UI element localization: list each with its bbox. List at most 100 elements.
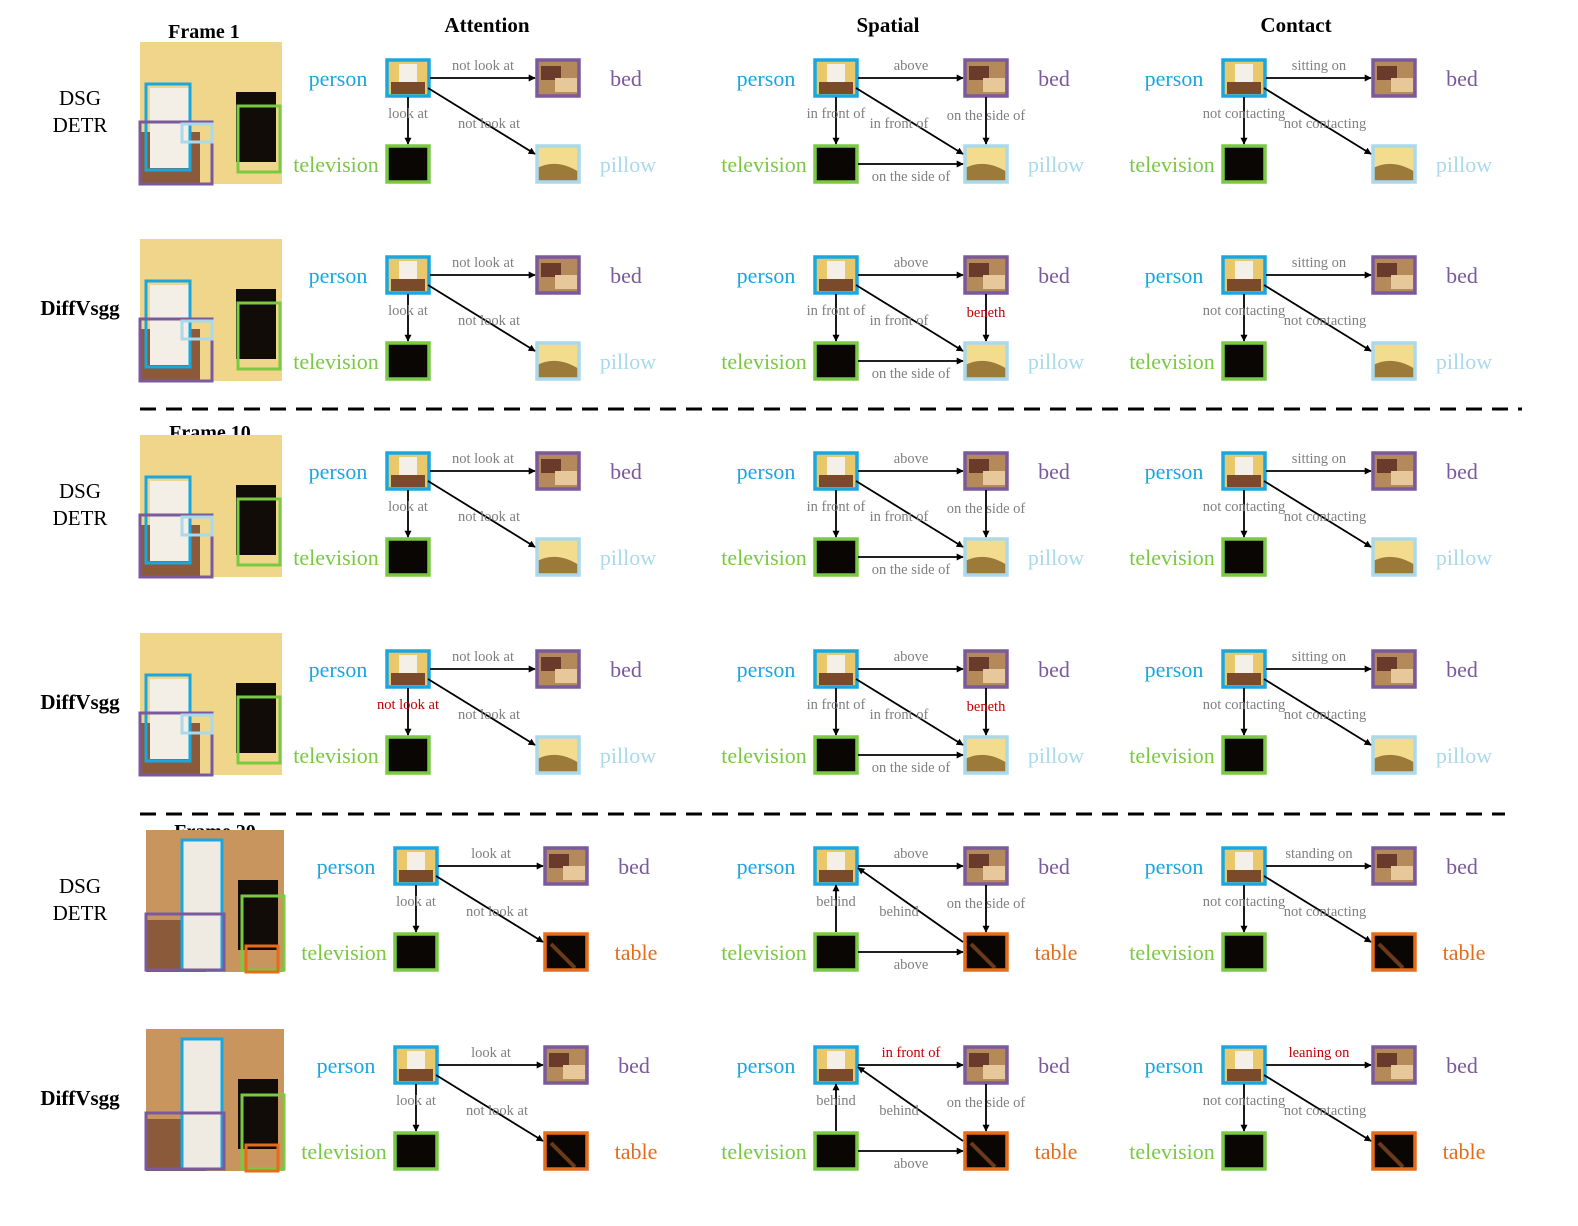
person-thumbnail xyxy=(1221,649,1267,689)
person-thumbnail xyxy=(1221,255,1267,295)
object-label-person: person xyxy=(1145,263,1204,288)
relation-label: not contacting xyxy=(1284,313,1367,329)
object-label-pillow: pillow xyxy=(1028,152,1084,177)
relation-arrow xyxy=(427,480,536,548)
object-label-bed: bed xyxy=(1446,854,1478,879)
object-label-pillow: pillow xyxy=(600,743,656,768)
television-thumbnail xyxy=(813,537,859,577)
object-label-person: person xyxy=(309,263,368,288)
relation-label: behind xyxy=(816,1093,856,1109)
relation-label: on the side of xyxy=(872,562,951,578)
television-thumbnail xyxy=(1221,735,1267,775)
object-label-pillow: pillow xyxy=(1436,545,1492,570)
relation-label: behind xyxy=(879,1103,919,1119)
television-thumbnail xyxy=(813,341,859,381)
relation-label: not contacting xyxy=(1203,697,1286,713)
relation-arrow xyxy=(855,87,964,155)
object-label-bed: bed xyxy=(618,854,650,879)
object-label-person: person xyxy=(317,854,376,879)
person-thumbnail xyxy=(813,1045,859,1085)
person-thumbnail xyxy=(385,255,431,295)
relation-label: sitting on xyxy=(1292,58,1347,74)
relation-label: in front of xyxy=(807,106,866,122)
object-label-television: television xyxy=(1129,940,1215,965)
object-label-television: television xyxy=(1129,1139,1215,1164)
object-label-person: person xyxy=(1145,657,1204,682)
relation-label: not contacting xyxy=(1284,509,1367,525)
relation-label: look at xyxy=(396,894,436,910)
object-label-pillow: pillow xyxy=(1436,743,1492,768)
bed-thumbnail xyxy=(543,1045,589,1085)
object-label-bed: bed xyxy=(610,657,642,682)
object-label-television: television xyxy=(721,152,807,177)
object-label-television: television xyxy=(1129,743,1215,768)
object-label-television: television xyxy=(1129,349,1215,374)
table-thumbnail xyxy=(963,932,1009,972)
bed-thumbnail xyxy=(1371,649,1417,689)
relation-label: not contacting xyxy=(1284,1103,1367,1119)
video-frame xyxy=(138,633,282,777)
pillow-thumbnail xyxy=(963,341,1009,381)
object-label-person: person xyxy=(1145,1053,1204,1078)
bed-thumbnail xyxy=(1371,1045,1417,1085)
relation-label: not look at xyxy=(452,58,514,74)
method-label: DSG xyxy=(59,479,101,503)
television-thumbnail xyxy=(1221,341,1267,381)
table-thumbnail xyxy=(963,1131,1009,1171)
bed-thumbnail xyxy=(535,255,581,295)
relation-label: on the side of xyxy=(947,896,1026,912)
pillow-thumbnail xyxy=(1371,537,1417,577)
relation-arrow xyxy=(1263,87,1372,155)
object-label-pillow: pillow xyxy=(1028,349,1084,374)
object-label-bed: bed xyxy=(610,459,642,484)
object-label-pillow: pillow xyxy=(1436,152,1492,177)
relation-label: look at xyxy=(471,1045,511,1061)
object-label-table: table xyxy=(1035,1139,1078,1164)
relation-label: above xyxy=(894,1156,929,1172)
object-label-television: television xyxy=(721,349,807,374)
relation-label: in front of xyxy=(870,509,929,525)
person-thumbnail xyxy=(813,649,859,689)
method-label: DiffVsgg xyxy=(40,690,120,714)
relation-label: not look at xyxy=(452,649,514,665)
object-label-pillow: pillow xyxy=(1028,743,1084,768)
relation-arrow xyxy=(855,678,964,746)
relation-arrow xyxy=(1263,1074,1372,1142)
person-thumbnail xyxy=(385,58,431,98)
pillow-thumbnail xyxy=(963,144,1009,184)
object-label-television: television xyxy=(721,1139,807,1164)
relation-label: above xyxy=(894,58,929,74)
bed-thumbnail xyxy=(963,255,1009,295)
object-label-table: table xyxy=(1443,1139,1486,1164)
person-thumbnail xyxy=(393,846,439,886)
relation-label: look at xyxy=(388,499,428,515)
relation-label: sitting on xyxy=(1292,451,1347,467)
television-thumbnail xyxy=(385,735,431,775)
person-thumbnail xyxy=(1221,58,1267,98)
relation-arrow xyxy=(1263,480,1372,548)
relation-label: standing on xyxy=(1285,846,1353,862)
method-label: DETR xyxy=(53,506,108,530)
object-label-television: television xyxy=(301,940,387,965)
bed-thumbnail xyxy=(1371,255,1417,295)
person-thumbnail xyxy=(813,846,859,886)
relation-label: above xyxy=(894,649,929,665)
relation-label: beneth xyxy=(967,699,1006,715)
object-label-pillow: pillow xyxy=(600,545,656,570)
method-label: DETR xyxy=(53,901,108,925)
result-row: DiffVsgg person bed television pillow not loo… xyxy=(40,633,1492,777)
object-label-person: person xyxy=(309,66,368,91)
television-thumbnail xyxy=(813,735,859,775)
television-thumbnail xyxy=(393,932,439,972)
relation-label: in front of xyxy=(807,697,866,713)
object-label-person: person xyxy=(317,1053,376,1078)
object-label-television: television xyxy=(721,743,807,768)
person-thumbnail xyxy=(385,649,431,689)
relation-label: in front of xyxy=(882,1045,941,1061)
